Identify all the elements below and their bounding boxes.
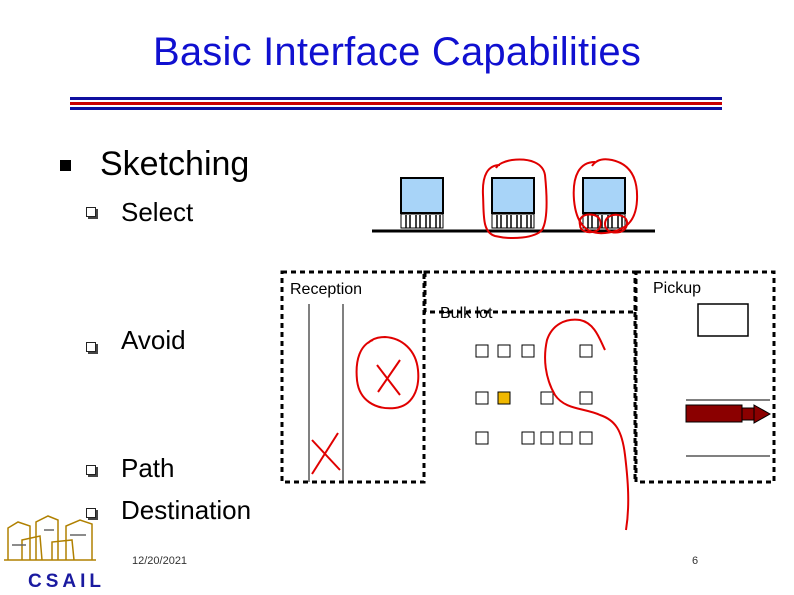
sub-bullet-avoid: Avoid xyxy=(121,325,186,355)
sub-bullet-marker xyxy=(86,207,96,217)
sub-bullet-marker xyxy=(86,342,96,352)
sub-bullet-marker xyxy=(86,508,96,518)
select-sketch xyxy=(603,213,628,234)
sub-bullet-marker xyxy=(86,465,96,475)
select-sketch xyxy=(481,158,548,239)
truck-icon xyxy=(582,177,626,229)
sub-bullet-path: Path xyxy=(121,453,175,483)
pickup-label: Pickup xyxy=(653,280,702,297)
avoid-sketch xyxy=(355,335,420,410)
title-rule-blue-top xyxy=(70,97,722,100)
logo-text: CSAIL xyxy=(28,571,105,592)
avoid-cross xyxy=(311,432,339,475)
sub-bullet-destination: Destination xyxy=(121,495,252,525)
main-bullet-text: Sketching xyxy=(100,145,250,183)
avoid-cross xyxy=(376,364,401,396)
truck-icon xyxy=(400,177,444,229)
sub-bullet-select: Select xyxy=(121,197,194,227)
csail-logo-graphic xyxy=(4,515,96,561)
main-bullet-marker xyxy=(60,160,71,171)
slide-title: Basic Interface Capabilities xyxy=(152,30,642,74)
avoid-cross xyxy=(311,439,341,471)
path-sketch xyxy=(544,318,630,531)
select-sketch xyxy=(572,158,639,235)
title-rule-blue-bottom xyxy=(70,107,722,110)
truck-side-icon xyxy=(685,404,772,424)
reception-label: Reception xyxy=(290,281,363,298)
slide-number: 6 xyxy=(692,555,699,567)
truck-icon xyxy=(491,177,535,229)
selected-slot xyxy=(497,391,511,405)
title-rule-red xyxy=(70,102,722,105)
bulk-lot-label: Bulk lot xyxy=(440,305,493,322)
slide-date: 12/20/2021 xyxy=(132,555,188,567)
pickup-region xyxy=(634,270,776,484)
reception-region xyxy=(280,270,426,484)
pickup-spot xyxy=(697,303,749,337)
avoid-cross xyxy=(377,359,401,393)
parking-slots xyxy=(475,344,593,445)
select-sketch xyxy=(578,213,602,234)
